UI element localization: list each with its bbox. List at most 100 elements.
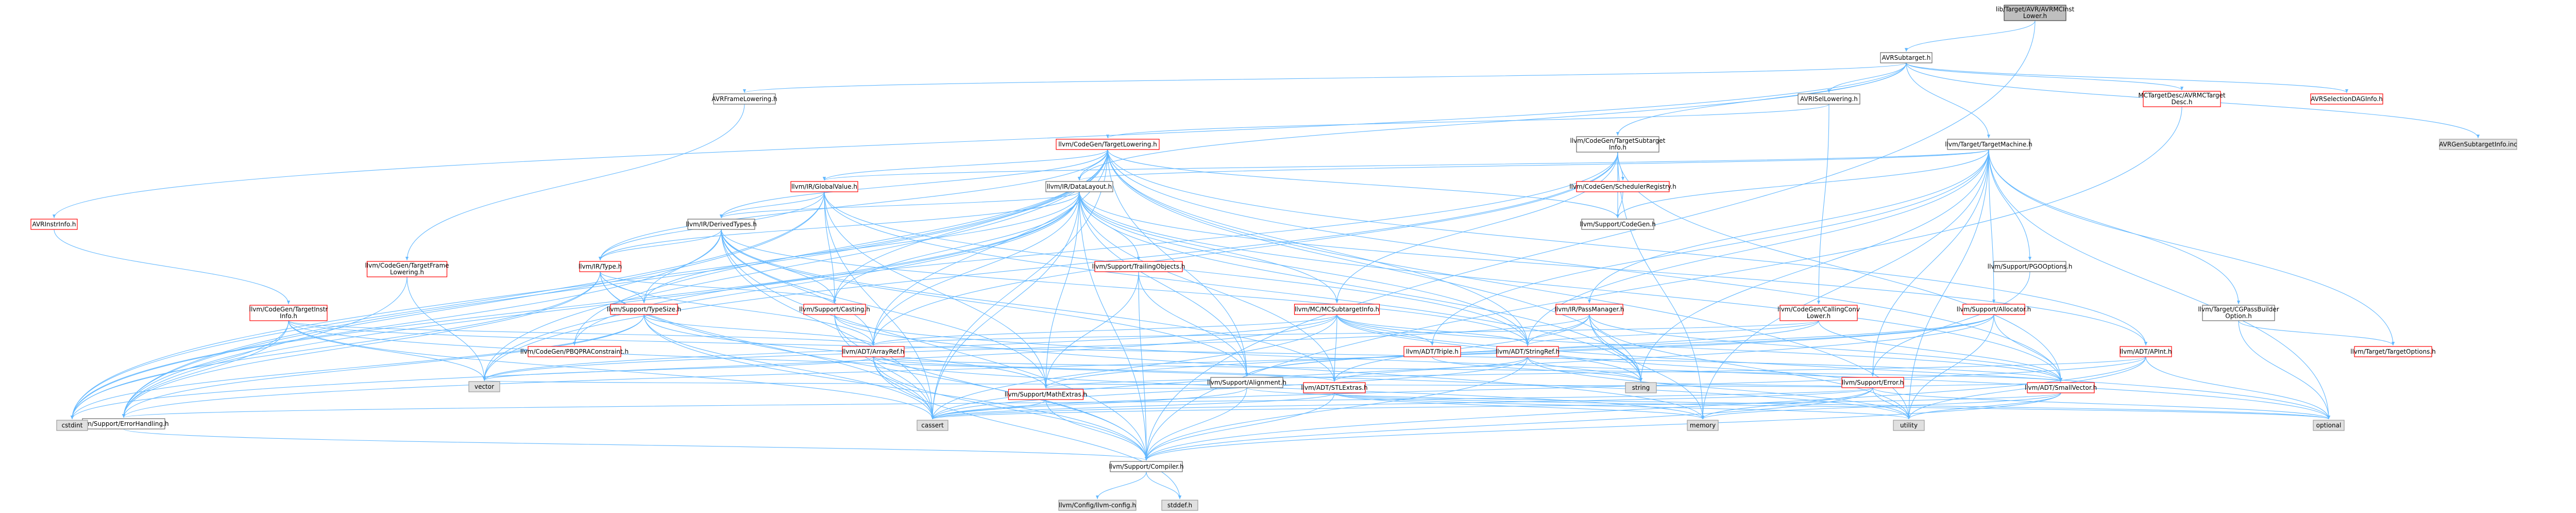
node-box-smallvector <box>2027 382 2095 393</box>
edge-avrsubtarget-to-targetsubtargetinfo <box>1616 62 1907 136</box>
edge-datalayout-to-alignment <box>1079 191 1249 377</box>
node-label-callingconvlower: llvm/CodeGen/CallingConv <box>1777 306 1860 313</box>
edge-mcsubtargetinfo-to-triple <box>1336 314 1434 346</box>
node-avrsubtarget[interactable]: AVRSubtarget.h <box>1880 52 1933 63</box>
edge-arrayref-to-compiler <box>873 356 1148 461</box>
node-targetlowering[interactable]: llvm/CodeGen/TargetLowering.h <box>1056 139 1160 150</box>
node-mathextras[interactable]: llvm/Support/MathExtras.h <box>1005 389 1087 400</box>
edge-mcsubtargetinfo-to-stlextras <box>1332 314 1337 382</box>
node-error[interactable]: llvm/Support/Error.h <box>1841 377 1904 388</box>
node-stringref[interactable]: llvm/ADT/StringRef.h <box>1496 346 1560 357</box>
node-box-string <box>1625 382 1657 393</box>
edge-trailingobjects-to-alignment <box>1138 271 1249 377</box>
edge-stringref-to-stlextras <box>1333 356 1528 382</box>
node-pbqprbconstraint[interactable]: llvm/CodeGen/PBQPRAConstraint.h <box>520 346 629 357</box>
edge-type-to-cassert <box>600 271 935 420</box>
edge-allocator-to-alignment <box>1245 314 1994 377</box>
node-passmanager[interactable]: llvm/IR/PassManager.h <box>1555 304 1624 315</box>
node-box-avrgensubtargetinfo <box>2439 139 2517 150</box>
node-label-targetsubtargetinfo: Info.h <box>1609 144 1626 151</box>
edge-targetlowering-to-cassert <box>930 149 1108 420</box>
edge-datalayout-to-cstdint <box>70 191 1080 420</box>
edge-datalayout-to-type <box>599 191 1080 261</box>
node-compiler[interactable]: llvm/Support/Compiler.h <box>1109 461 1184 472</box>
node-label-optional: optional <box>2316 422 2342 429</box>
node-smallvector[interactable]: llvm/ADT/SmallVector.h <box>2025 382 2097 393</box>
edge-arrayref-to-smallvector <box>873 356 2062 382</box>
node-trailingobjects[interactable]: llvm/Support/TrailingObjects.h <box>1092 261 1185 272</box>
edge-compiler-to-cstddef <box>1146 471 1182 500</box>
node-scheduleregistry[interactable]: llvm/CodeGen/SchedulerRegistry.h <box>1569 181 1676 192</box>
node-label-typesize: llvm/Support/TypeSize.h <box>607 306 682 313</box>
node-typesize[interactable]: llvm/Support/TypeSize.h <box>607 304 682 315</box>
edge-derivedtypes-to-cstdint <box>70 229 722 420</box>
edge-targetmachine-to-datalayout <box>1078 149 1989 181</box>
node-datalayout[interactable]: llvm/IR/DataLayout.h <box>1045 181 1113 192</box>
node-avrselectiondag[interactable]: AVRSelectionDAGInfo.h <box>2310 93 2383 105</box>
edge-targetmachine-to-triple <box>1430 149 1989 346</box>
node-avrisellowering[interactable]: AVRISelLowering.h <box>1798 93 1860 105</box>
edge-targetlowering-to-errorhandling <box>122 149 1108 418</box>
node-label-string: string <box>1632 384 1650 391</box>
node-label-casting: llvm/Support/Casting.h <box>799 306 870 313</box>
node-casting[interactable]: llvm/Support/Casting.h <box>799 304 870 315</box>
node-globalvalue[interactable]: llvm/IR/GlobalValue.h <box>790 181 858 192</box>
node-label-compiler: llvm/Support/Compiler.h <box>1109 463 1183 470</box>
edge-datalayout-to-derivedtypes <box>720 191 1080 219</box>
node-label-pbqprbconstraint: llvm/CodeGen/PBQPRAConstraint.h <box>520 348 629 355</box>
edge-derivedtypes-to-stringref <box>721 229 1529 346</box>
node-box-optional <box>2313 420 2345 431</box>
edge-targetmachine-to-codegen <box>1616 149 1989 219</box>
edge-targetmachine-to-globalvalue <box>823 149 1989 181</box>
node-derivedtypes[interactable]: llvm/IR/DerivedTypes.h <box>686 219 757 230</box>
edge-stlextras-to-compiler <box>1144 392 1335 461</box>
node-arrayref[interactable]: llvm/ADT/ArrayRef.h <box>842 346 905 357</box>
edge-targetmachine-to-stringref <box>1526 149 1989 346</box>
node-apint[interactable]: llvm/ADT/APInt.h <box>2120 346 2172 357</box>
node-box-targetframelowering <box>366 261 448 277</box>
node-box-callingconvlower <box>1780 305 1858 321</box>
node-targetoptions[interactable]: llvm/Target/TargetOptions.h <box>2350 346 2436 357</box>
node-errorhandling[interactable]: llvm/Support/ErrorHandling.h <box>78 418 169 429</box>
edge-targetinstrinfo-to-utility <box>288 320 1910 420</box>
edge-root-to-avrsubtarget <box>1904 20 2036 52</box>
nodes-layer: lib/Target/AVR/AVRMCInstLower.hAVRSubtar… <box>30 5 2517 511</box>
edge-mctargetdesc-to-compiler <box>1144 106 2182 461</box>
node-label-cstddef: stddef.h <box>1167 502 1192 509</box>
node-avrinstrinfo[interactable]: AVRInstrInfo.h <box>30 219 78 230</box>
edge-globalvalue-to-cassert <box>824 191 935 420</box>
node-box-alignment <box>1210 377 1283 388</box>
node-alignment[interactable]: llvm/Support/Alignment.h <box>1207 377 1286 388</box>
node-box-pbqprbconstraint <box>528 346 621 357</box>
edge-targetlowering-to-cstdint <box>70 149 1108 420</box>
node-box-targetmachine <box>1947 139 2030 150</box>
node-allocator[interactable]: llvm/Support/Allocator.h <box>1957 304 2031 315</box>
node-box-compiler <box>1110 461 1183 472</box>
node-triple[interactable]: llvm/ADT/Triple.h <box>1403 346 1461 357</box>
node-label-stlextras: llvm/ADT/STLExtras.h <box>1301 384 1367 391</box>
node-box-codegen <box>1581 219 1654 230</box>
node-targetmachine[interactable]: llvm/Target/TargetMachine.h <box>1945 139 2032 150</box>
node-label-targetmachine: llvm/Target/TargetMachine.h <box>1945 141 2032 148</box>
edge-allocator-to-errorhandling <box>122 314 1994 418</box>
node-pgooptions[interactable]: llvm/Support/PGOOptions.h <box>1988 261 2073 272</box>
node-box-typesize <box>610 304 678 315</box>
node-avrframelowering[interactable]: AVRFrameLowering.h <box>711 93 777 105</box>
edge-targetlowering-to-codegen <box>1107 149 1619 219</box>
edge-avrisellowering-to-targetlowering <box>1106 104 1829 139</box>
node-box-globalvalue <box>790 181 858 192</box>
node-box-utility <box>1893 420 1925 431</box>
edge-error-to-vector <box>484 380 1873 388</box>
node-mcsubtargetinfo[interactable]: llvm/MC/MCSubtargetInfo.h <box>1294 304 1380 315</box>
node-codegen[interactable]: llvm/Support/CodeGen.h <box>1580 219 1656 230</box>
node-type[interactable]: llvm/IR/Type.h <box>579 261 622 272</box>
node-stlextras[interactable]: llvm/ADT/STLExtras.h <box>1301 382 1368 393</box>
